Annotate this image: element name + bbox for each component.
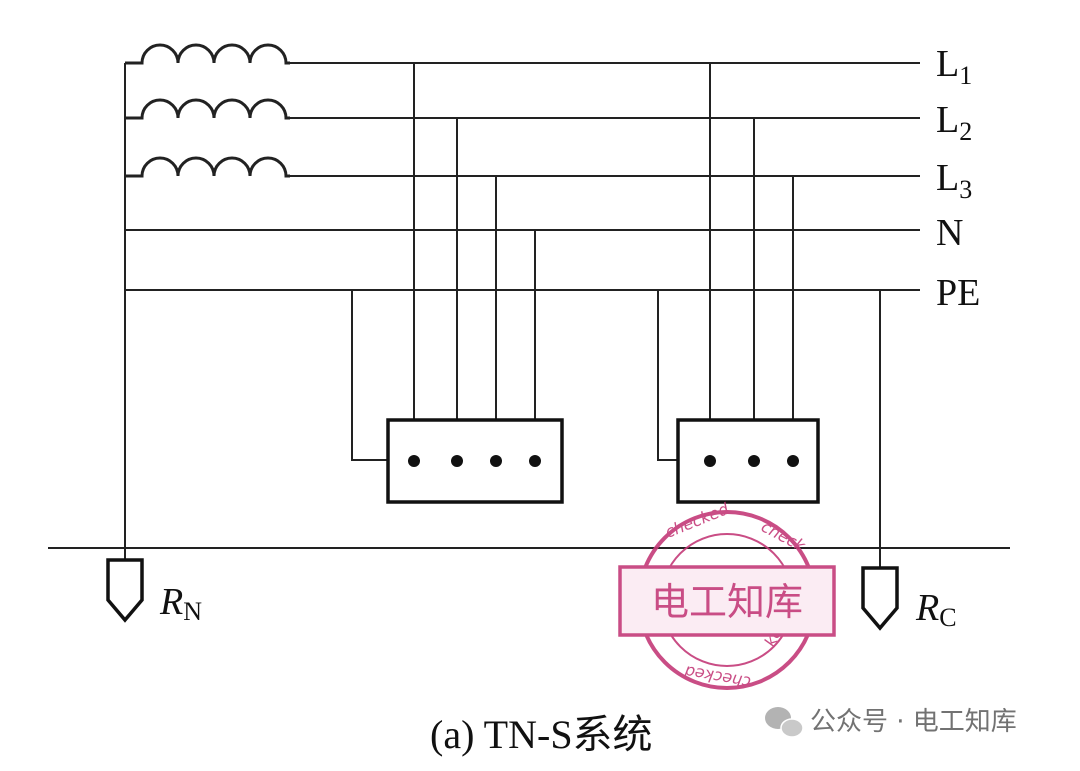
label-pe: PE	[936, 272, 980, 314]
wechat-icon	[765, 707, 804, 738]
label-l1: L1	[936, 43, 972, 90]
load1-pe-link	[351, 290, 388, 461]
checked-stamp: checked check checked ked 电工知库	[618, 499, 836, 692]
ground-electrode-rn-icon	[106, 558, 144, 623]
figure-caption: (a) TN-S系统	[430, 712, 653, 757]
label-n: N	[936, 212, 963, 254]
ground-electrode-rc-icon	[861, 566, 899, 631]
terminal-dot	[451, 455, 463, 467]
stamp-ring-right: check	[758, 517, 809, 556]
stamp-title: 电工知库	[651, 580, 803, 624]
label-rn: RN	[159, 581, 202, 626]
terminal-dot	[490, 455, 502, 467]
watermark-text: 公众号 · 电工知库	[810, 707, 1017, 737]
label-rc: RC	[915, 587, 957, 632]
stamp-ring-top: checked	[662, 499, 732, 542]
coil-l3	[125, 156, 290, 178]
label-l3: L3	[936, 157, 972, 204]
stamp-banner	[618, 565, 836, 637]
load2-pe-link	[657, 290, 678, 461]
label-l2: L2	[936, 99, 972, 146]
terminal-dot	[704, 455, 716, 467]
terminal-dot	[529, 455, 541, 467]
coil-l1	[125, 43, 290, 65]
coil-l2	[125, 98, 290, 120]
terminal-dot	[748, 455, 760, 467]
terminal-dot	[787, 455, 799, 467]
wechat-watermark: 公众号 · 电工知库	[765, 707, 1017, 738]
terminal-dot	[408, 455, 420, 467]
